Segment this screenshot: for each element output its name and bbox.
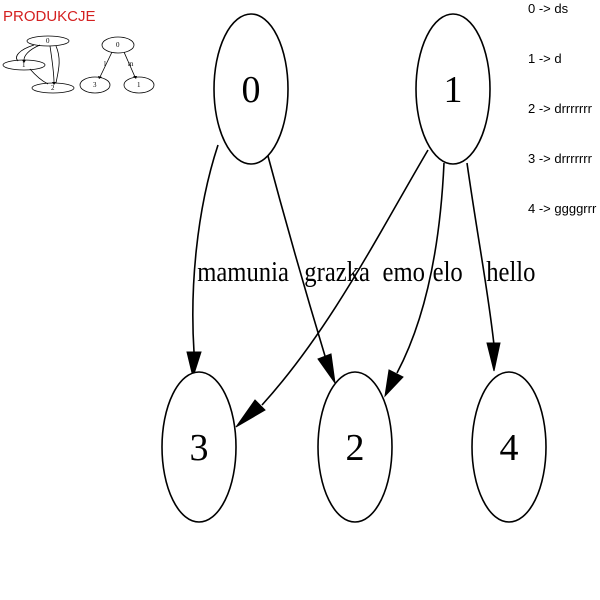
thumb-edge-label-l: l [104,60,106,68]
node-3 [161,371,237,523]
production-item-1: 1 -> d [528,51,562,66]
production-item-4: 4 -> ggggrrr [528,201,597,216]
node-1 [415,13,491,165]
edge-1-3 [261,149,429,406]
thumb-node-0b [101,36,135,54]
thumbnail-diagram: 0 1 2 0 3 1 l m [2,35,155,94]
edge-label-emo: emo [383,255,425,287]
node-1-label: 1 [444,69,463,111]
node-2-label: 2 [346,427,365,469]
edge-0-3 [192,144,219,353]
thumb-node-0 [26,35,70,47]
node-0 [213,13,289,165]
edge-1-4 [466,162,495,346]
arrowhead-1-3 [235,399,266,428]
thumb-edge-label-m: m [128,60,134,68]
thumb-node-3 [79,76,111,94]
node-2 [317,371,393,523]
thumb-node-0b-label: 0 [116,41,120,49]
node-4 [471,371,547,523]
node-3-label: 3 [190,427,209,469]
production-item-3: 3 -> drrrrrrr [528,151,592,166]
thumb-node-0-label: 0 [46,37,50,45]
thumb-node-1b-label: 1 [137,81,141,89]
edge-label-grazka: grazka [304,255,370,287]
production-item-2: 2 -> drrrrrrr [528,101,592,116]
arrowhead-0-2 [317,353,336,384]
edge-1-2 [396,162,445,374]
edge-0-2 [264,144,326,357]
thumb-node-2-label: 2 [51,84,55,92]
arrowhead-1-4 [486,342,501,372]
production-item-0: 0 -> ds [528,1,569,16]
thumb-node-1b [123,76,155,94]
edge-label-hello: hello [486,255,535,287]
node-4-label: 4 [500,427,519,469]
arrowhead-1-2 [384,369,404,398]
edge-label-elo: elo [433,255,463,287]
edge-label-mamunia: mamunia [197,255,289,287]
produkcje-title: PRODUKCJE [3,8,96,25]
thumb-node-3-label: 3 [93,81,97,89]
thumb-node-1-label: 1 [22,61,26,69]
arrowhead-0-3 [186,351,202,379]
node-0-label: 0 [242,69,261,111]
